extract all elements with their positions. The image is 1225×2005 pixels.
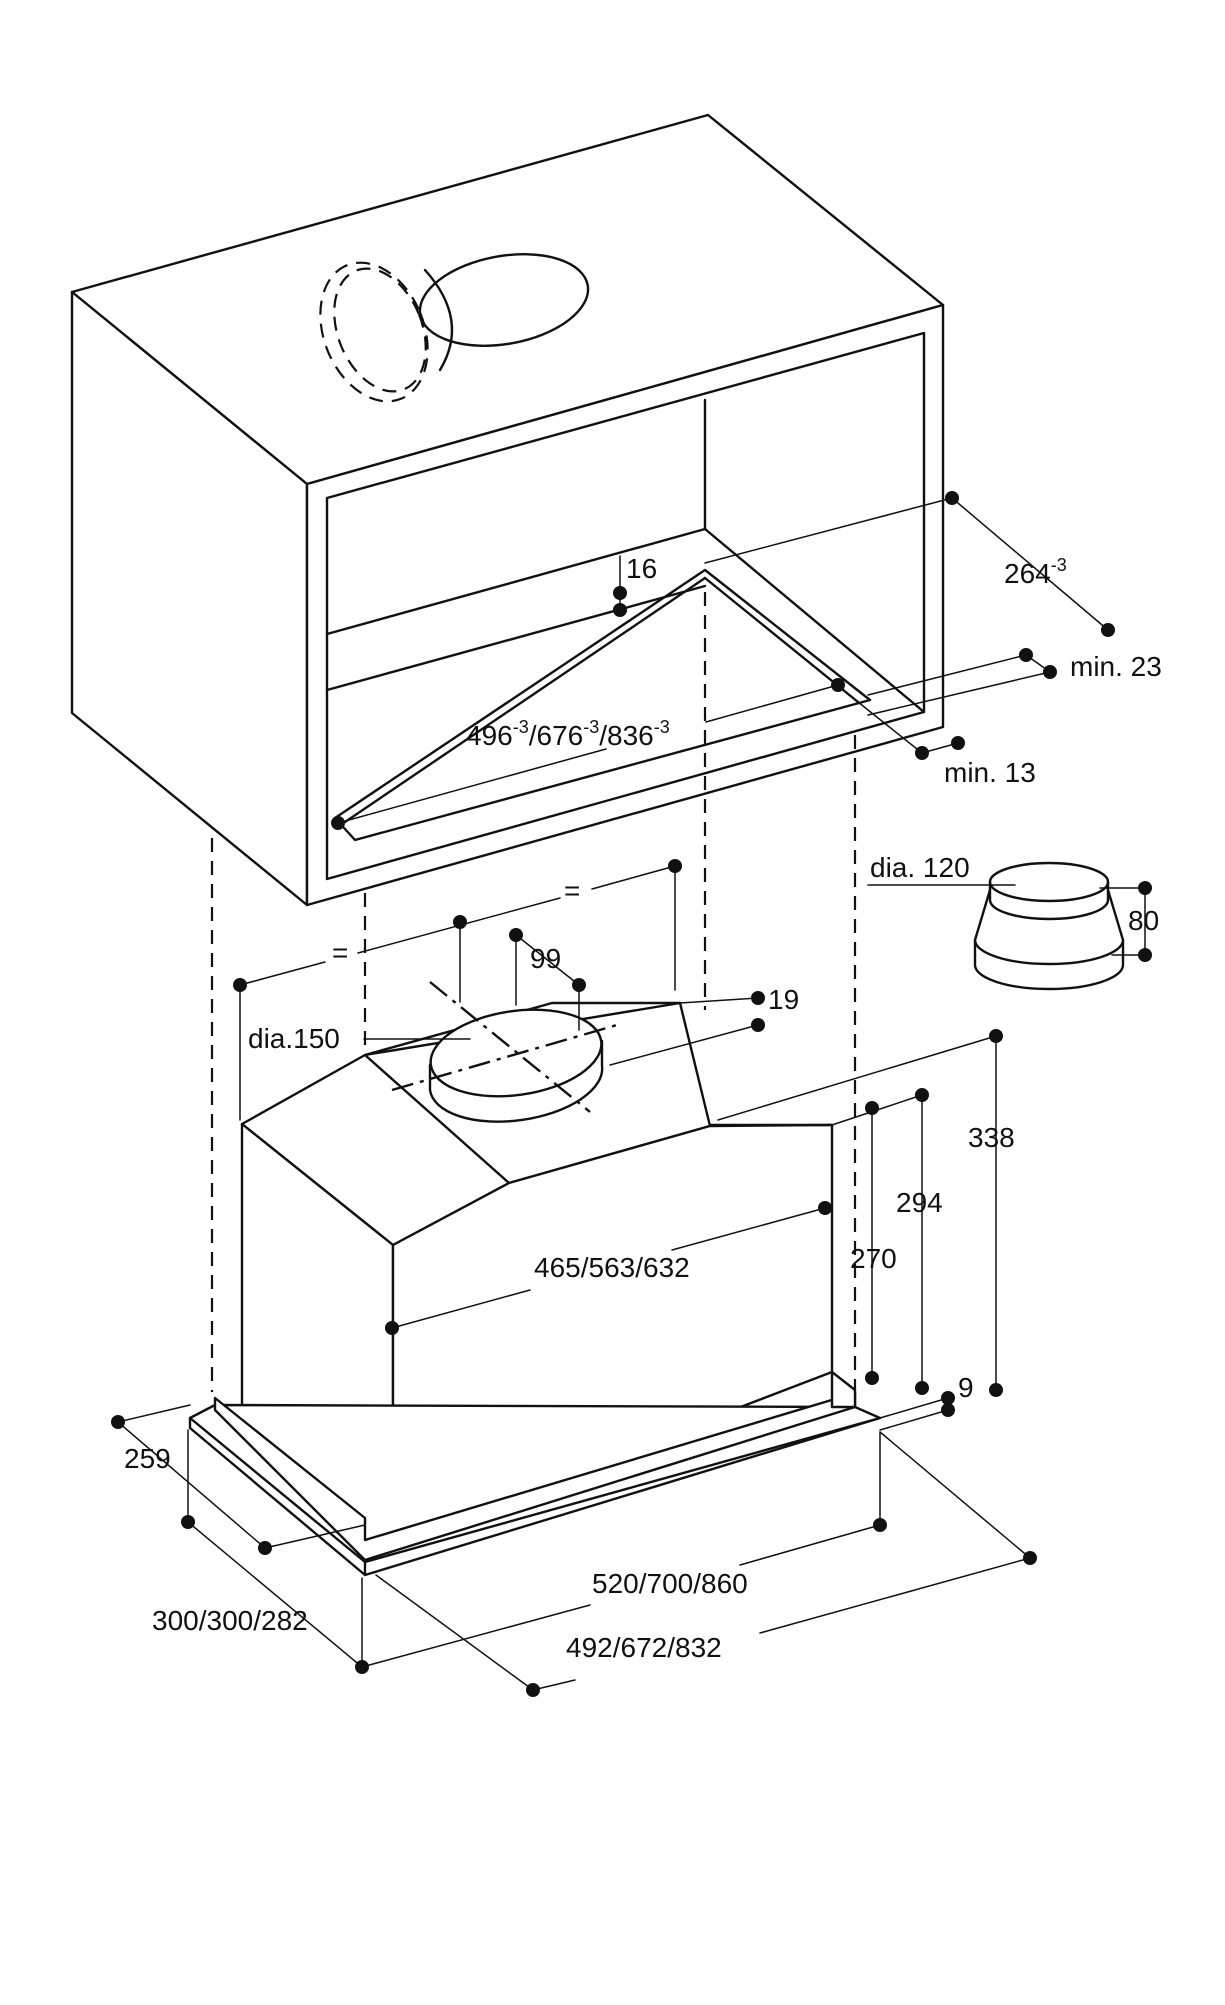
- label-dia-150: dia.150: [248, 1023, 340, 1054]
- dimension-dots: [111, 491, 1152, 1697]
- label-264: 264-3: [1004, 555, 1067, 589]
- label-294: 294: [896, 1187, 943, 1218]
- dot: [331, 816, 345, 830]
- dot: [818, 1201, 832, 1215]
- label-80: 80: [1128, 905, 1159, 936]
- label-min-23: min. 23: [1070, 651, 1162, 682]
- dot: [951, 736, 965, 750]
- dot: [1023, 1551, 1037, 1565]
- dot: [1138, 948, 1152, 962]
- label-min-13: min. 13: [944, 757, 1036, 788]
- dot: [989, 1383, 1003, 1397]
- label-equal-left: =: [332, 937, 348, 968]
- dot: [945, 491, 959, 505]
- dot: [1043, 665, 1057, 679]
- dot: [751, 1018, 765, 1032]
- dot: [181, 1515, 195, 1529]
- dot: [1019, 648, 1033, 662]
- label-dia-120: dia. 120: [870, 852, 970, 883]
- label-equal-right: =: [564, 875, 580, 906]
- dot: [385, 1321, 399, 1335]
- dimension-labels: 16 264-3 min. 23 min. 13 496-3/676-3/836…: [124, 553, 1162, 1663]
- label-338: 338: [968, 1122, 1015, 1153]
- label-16: 16: [626, 553, 657, 584]
- hood-unit: [188, 1001, 882, 1577]
- dot: [572, 978, 586, 992]
- cabinet: [70, 113, 945, 907]
- label-492: 492/672/832: [566, 1632, 722, 1663]
- dot: [831, 678, 845, 692]
- dot: [613, 603, 627, 617]
- dot: [751, 991, 765, 1005]
- dot: [509, 928, 523, 942]
- label-9: 9: [958, 1372, 974, 1403]
- label-width-cutout: 496-3/676-3/836-3: [466, 717, 670, 751]
- dot: [915, 1381, 929, 1395]
- label-270: 270: [850, 1243, 897, 1274]
- dot: [915, 746, 929, 760]
- dot: [989, 1029, 1003, 1043]
- dot: [941, 1391, 955, 1405]
- dot: [526, 1683, 540, 1697]
- dot: [453, 915, 467, 929]
- dot: [258, 1541, 272, 1555]
- dot: [355, 1660, 369, 1674]
- dot: [941, 1403, 955, 1417]
- label-300: 300/300/282: [152, 1605, 308, 1636]
- label-99: 99: [530, 943, 561, 974]
- dot: [873, 1518, 887, 1532]
- label-259: 259: [124, 1443, 171, 1474]
- duct-reducer: [973, 861, 1125, 991]
- label-465: 465/563/632: [534, 1252, 690, 1283]
- dot: [111, 1415, 125, 1429]
- dot: [865, 1101, 879, 1115]
- label-520: 520/700/860: [592, 1568, 748, 1599]
- dot: [613, 586, 627, 600]
- hood-duct-collar: [391, 981, 618, 1123]
- dot: [1101, 623, 1115, 637]
- dot: [668, 859, 682, 873]
- dot: [865, 1371, 879, 1385]
- label-19: 19: [768, 984, 799, 1015]
- dot: [915, 1088, 929, 1102]
- dot: [233, 978, 247, 992]
- dot: [1138, 881, 1152, 895]
